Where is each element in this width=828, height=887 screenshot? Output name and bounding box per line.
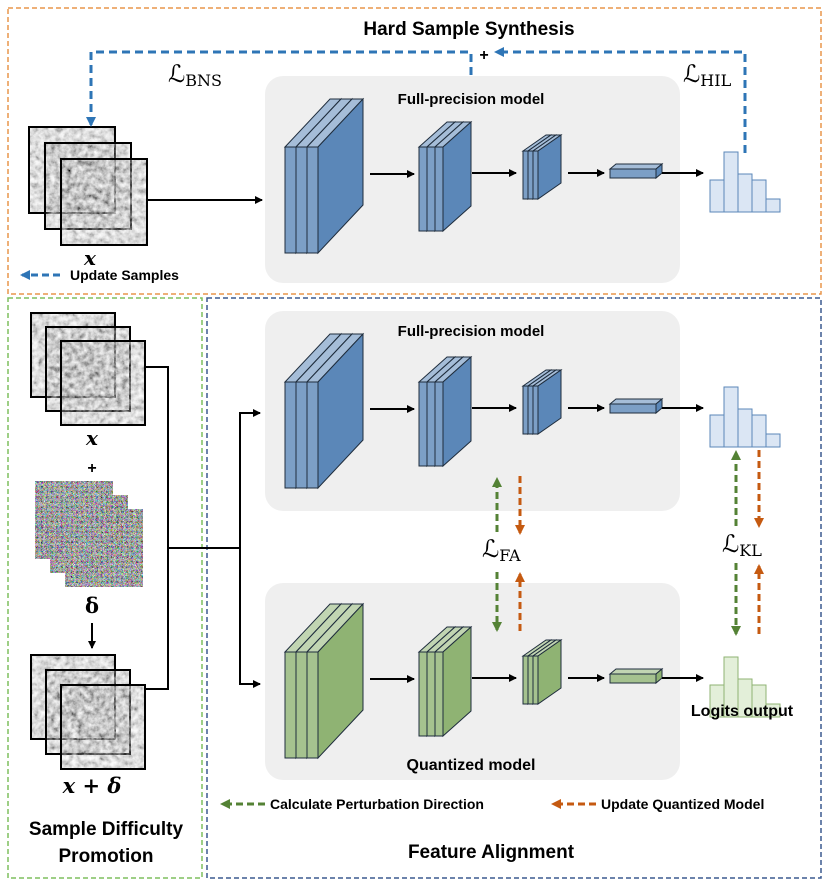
- conv-layer-3: [531, 369, 563, 435]
- histogram-bar: [709, 414, 725, 448]
- conv-layer-2: [433, 355, 473, 468]
- conv-layer-1: [305, 332, 365, 490]
- conv-layer-2: [433, 120, 473, 233]
- quant-network: [283, 602, 781, 760]
- histogram-bar: [751, 414, 767, 448]
- sdp-title-line1: Sample Difficulty: [29, 819, 184, 840]
- histogram-bar: [709, 179, 725, 213]
- histogram-bar: [723, 386, 739, 448]
- noise-image-stack-x-plus-delta: [30, 654, 146, 770]
- plus-sign-left: +: [87, 460, 96, 477]
- conv-layer-2: [433, 625, 473, 738]
- delta-label: δ: [85, 593, 99, 618]
- logits-histogram: [709, 151, 781, 213]
- logits-histogram: [709, 656, 781, 718]
- loss-bns: ℒBNS: [168, 60, 222, 90]
- loss-fa: ℒFA: [482, 535, 521, 565]
- fp-model-label-top: Full-precision model: [398, 91, 545, 108]
- loss-hil: ℒHIL: [683, 60, 732, 90]
- fc-layer: [608, 667, 664, 685]
- conv-layer-3: [531, 134, 563, 200]
- histogram-bar: [765, 433, 781, 448]
- plus-sign-top: +: [479, 47, 488, 64]
- sample-difficulty-frame: [7, 297, 203, 879]
- fc-layer: [608, 162, 664, 180]
- fp-model-panel-top: [265, 76, 680, 283]
- histogram-bar: [751, 179, 767, 213]
- sdp-title-line2: Promotion: [59, 846, 154, 867]
- input-connectors: [145, 366, 261, 690]
- loss-kl: ℒKL: [722, 530, 762, 560]
- feature-alignment-frame: [206, 297, 822, 879]
- feature-alignment-title: Feature Alignment: [408, 842, 575, 863]
- legend-orange-label: Update Quantized Model: [601, 796, 764, 812]
- hard-sample-synthesis-frame: [7, 7, 822, 295]
- conv-layer-3: [531, 639, 563, 705]
- noise-image-stack-top: [28, 126, 148, 246]
- histogram-bar: [737, 173, 753, 213]
- x-plus-delta-label: x + δ: [62, 773, 122, 798]
- conv-layer-1: [305, 602, 365, 760]
- conv-layer-1: [305, 97, 365, 255]
- fc-layer: [608, 397, 664, 415]
- fp-model-panel-middle: [265, 311, 680, 511]
- logits-histogram: [709, 386, 781, 448]
- perturbation-image-stack: [35, 481, 143, 587]
- histogram-bar: [737, 408, 753, 448]
- logits-output-label: Logits output: [691, 703, 794, 720]
- update-samples-label: Update Samples: [70, 267, 179, 283]
- quant-model-panel: [265, 583, 680, 780]
- histogram-bar: [765, 198, 781, 213]
- x-label-left: x: [85, 426, 99, 450]
- hard-sample-synthesis-title: Hard Sample Synthesis: [363, 19, 574, 40]
- legend-green-label: Calculate Perturbation Direction: [270, 796, 484, 812]
- input-x-label-top: x: [83, 246, 97, 270]
- fp-model-label-middle: Full-precision model: [398, 323, 545, 340]
- fp-network-top: [283, 97, 781, 255]
- histogram-bar: [723, 151, 739, 213]
- noise-image-stack-x: [30, 312, 146, 426]
- quant-model-label: Quantized model: [407, 757, 536, 774]
- fp-network-middle: [283, 332, 781, 490]
- histogram-bar: [751, 684, 767, 718]
- feedback-loop: [86, 47, 747, 153]
- histogram-bar: [765, 703, 781, 718]
